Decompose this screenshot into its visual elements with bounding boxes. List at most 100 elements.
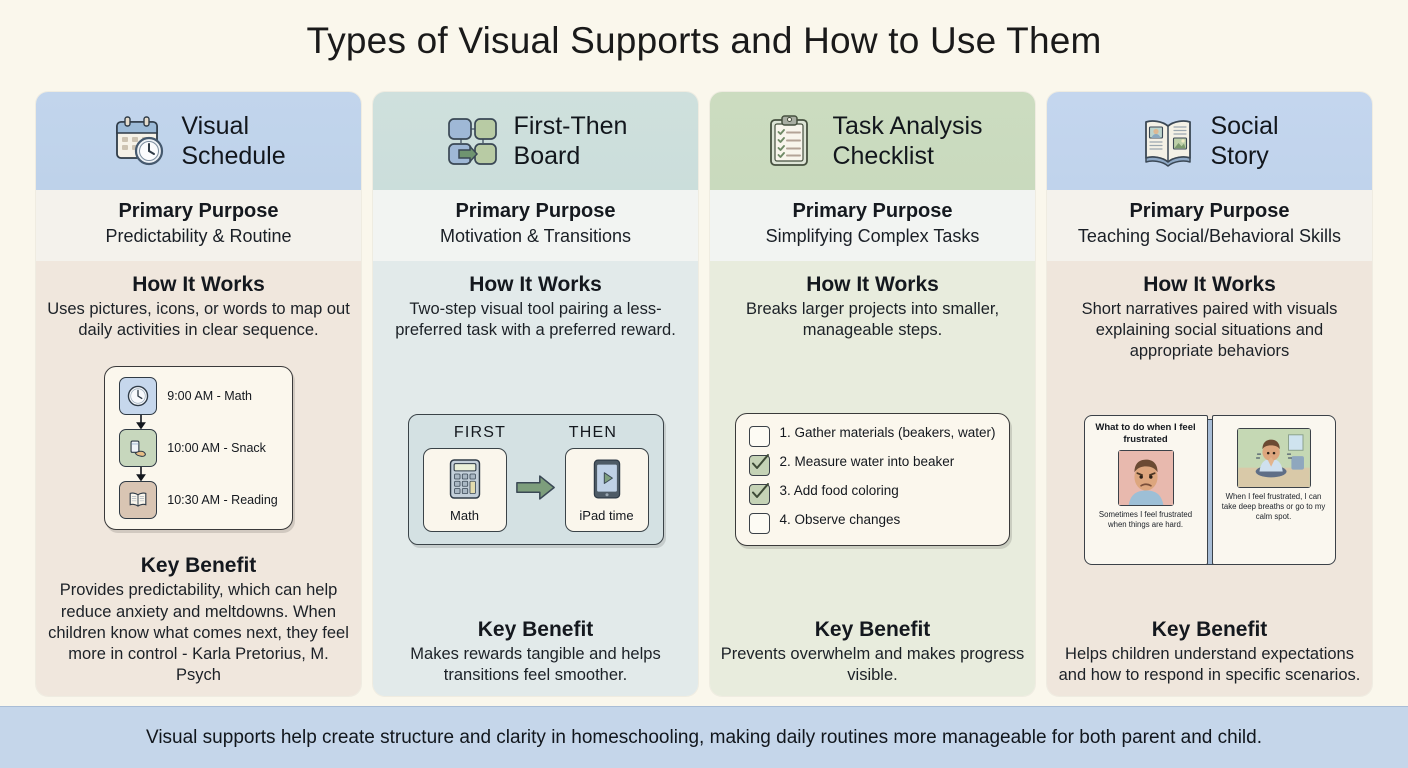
- checklist-item[interactable]: 4. Observe changes: [749, 512, 995, 534]
- checklist-card: 1. Gather materials (beakers, water) 2. …: [735, 413, 1010, 546]
- purpose-text: Simplifying Complex Tasks: [765, 226, 980, 246]
- column-header-first-then-board: First-Then Board: [373, 92, 698, 190]
- body-first-then-board: How It Works Two-step visual tool pairin…: [373, 261, 698, 696]
- benefit-block-task-analysis-checklist: Key Benefit Prevents overwhelm and makes…: [720, 618, 1025, 686]
- illustration-schedule-list: 9:00 AM - Math: [46, 341, 351, 554]
- flow-diagram-icon: [444, 113, 500, 169]
- column-title: First-Then Board: [513, 111, 628, 171]
- then-heading: THEN: [568, 424, 618, 441]
- checkbox-checked-icon[interactable]: [749, 454, 771, 476]
- supports-columns: Visual Schedule Primary Purpose Predicta…: [36, 92, 1372, 696]
- checklist-item-label: 1. Gather materials (beakers, water): [779, 425, 996, 440]
- then-reward-card[interactable]: iPad time: [564, 448, 649, 532]
- column-header-visual-schedule: Visual Schedule: [36, 92, 361, 190]
- column-visual-schedule[interactable]: Visual Schedule Primary Purpose Predicta…: [36, 92, 361, 696]
- calm-breathing-child-icon: [1236, 428, 1311, 489]
- checklist-item-label: 4. Observe changes: [779, 512, 901, 527]
- checkbox-unchecked-icon[interactable]: [749, 426, 771, 447]
- first-then-row: Math: [422, 448, 649, 532]
- clipboard-check-icon: [762, 113, 818, 169]
- arrow-down-icon: [119, 466, 278, 481]
- checklist-item-label: 3. Add food coloring: [779, 483, 899, 498]
- column-header-social-story: Social Story: [1047, 92, 1372, 190]
- illustration-first-then-board: FIRST THEN: [383, 341, 688, 618]
- how-it-works-text: Uses pictures, icons, or words to map ou…: [47, 300, 350, 340]
- how-it-works-text: Short narratives paired with visuals exp…: [1081, 300, 1338, 361]
- column-title: Task Analysis Checklist: [832, 111, 983, 171]
- schedule-row-label: 10:30 AM - Reading: [167, 492, 278, 507]
- tablet-play-icon: [589, 457, 625, 506]
- key-benefit-text: Makes rewards tangible and helps transit…: [410, 644, 661, 684]
- checklist-item[interactable]: 3. Add food coloring: [749, 483, 995, 505]
- first-task-label: Math: [450, 508, 479, 523]
- left-page-title: What to do when I feel frustrated: [1095, 422, 1196, 445]
- schedule-card: 9:00 AM - Math: [104, 365, 293, 530]
- purpose-heading: Primary Purpose: [1129, 200, 1290, 222]
- key-benefit-text: Provides predictability, which can help …: [48, 581, 349, 684]
- snack-icon: [119, 428, 158, 467]
- key-benefit-heading: Key Benefit: [1151, 617, 1268, 641]
- column-task-analysis-checklist[interactable]: Task Analysis Checklist Primary Purpose …: [710, 92, 1035, 696]
- how-it-works-text: Breaks larger projects into smaller, man…: [745, 300, 1000, 340]
- first-task-card[interactable]: Math: [422, 448, 507, 532]
- purpose-block-social-story: Primary Purpose Teaching Social/Behavior…: [1047, 190, 1372, 261]
- frustrated-child-icon: [1117, 449, 1174, 506]
- benefit-block-visual-schedule: Key Benefit Provides predictability, whi…: [46, 554, 351, 686]
- first-then-card: FIRST THEN: [407, 414, 664, 545]
- clock-icon: [119, 376, 158, 415]
- then-reward-label: iPad time: [579, 508, 634, 523]
- footer-banner: Visual supports help create structure an…: [0, 706, 1408, 768]
- calculator-icon: [446, 457, 484, 506]
- body-task-analysis-checklist: How It Works Breaks larger projects into…: [710, 261, 1035, 696]
- schedule-row-label: 9:00 AM - Math: [167, 388, 253, 403]
- checkbox-unchecked-icon[interactable]: [749, 513, 771, 534]
- checklist-item-label: 2. Measure water into beaker: [779, 454, 955, 469]
- illustration-open-book: What to do when I feel frustrated: [1057, 362, 1362, 617]
- purpose-block-task-analysis-checklist: Primary Purpose Simplifying Complex Task…: [710, 190, 1035, 261]
- purpose-heading: Primary Purpose: [455, 200, 616, 222]
- illustration-checklist: 1. Gather materials (beakers, water) 2. …: [720, 341, 1025, 618]
- purpose-block-first-then-board: Primary Purpose Motivation & Transitions: [373, 190, 698, 261]
- purpose-text: Motivation & Transitions: [439, 226, 632, 246]
- checklist-item[interactable]: 1. Gather materials (beakers, water): [749, 425, 996, 447]
- social-story-book: What to do when I feel frustrated: [1083, 415, 1336, 566]
- first-heading: FIRST: [453, 424, 507, 441]
- schedule-row[interactable]: 9:00 AM - Math: [119, 376, 278, 415]
- column-first-then-board[interactable]: First-Then Board Primary Purpose Motivat…: [373, 92, 698, 696]
- page-title: Types of Visual Supports and How to Use …: [306, 20, 1102, 61]
- how-it-works-heading: How It Works: [806, 273, 939, 296]
- column-title: Social Story: [1210, 111, 1279, 171]
- arrow-right-icon: [515, 473, 557, 507]
- schedule-row[interactable]: 10:30 AM - Reading: [119, 480, 278, 519]
- checklist-item[interactable]: 2. Measure water into beaker: [749, 454, 995, 476]
- purpose-text: Predictability & Routine: [105, 226, 292, 246]
- key-benefit-heading: Key Benefit: [140, 554, 257, 578]
- book-right-page[interactable]: When I feel frustrated, I can take deep …: [1211, 415, 1336, 566]
- key-benefit-heading: Key Benefit: [477, 617, 594, 641]
- purpose-heading: Primary Purpose: [118, 200, 279, 222]
- how-it-works-heading: How It Works: [132, 273, 265, 296]
- left-page-caption: Sometimes I feel frustrated when things …: [1098, 509, 1193, 529]
- schedule-row-label: 10:00 AM - Snack: [167, 440, 266, 455]
- benefit-block-social-story: Key Benefit Helps children understand ex…: [1057, 618, 1362, 686]
- body-visual-schedule: How It Works Uses pictures, icons, or wo…: [36, 261, 361, 696]
- calendar-clock-icon: [111, 113, 167, 169]
- purpose-block-visual-schedule: Primary Purpose Predictability & Routine: [36, 190, 361, 261]
- column-header-task-analysis-checklist: Task Analysis Checklist: [710, 92, 1035, 190]
- key-benefit-heading: Key Benefit: [814, 617, 931, 641]
- column-social-story[interactable]: Social Story Primary Purpose Teaching So…: [1047, 92, 1372, 696]
- arrow-down-icon: [119, 414, 278, 429]
- purpose-text: Teaching Social/Behavioral Skills: [1077, 226, 1342, 246]
- column-title: Visual Schedule: [181, 111, 286, 171]
- first-then-headings: FIRST THEN: [423, 424, 649, 442]
- benefit-block-first-then-board: Key Benefit Makes rewards tangible and h…: [383, 618, 688, 686]
- schedule-row[interactable]: 10:00 AM - Snack: [119, 428, 278, 467]
- book-left-page[interactable]: What to do when I feel frustrated: [1083, 415, 1208, 566]
- checkbox-checked-icon[interactable]: [749, 483, 771, 505]
- key-benefit-text: Prevents overwhelm and makes progress vi…: [720, 644, 1025, 684]
- right-page-caption: When I feel frustrated, I can take deep …: [1221, 492, 1326, 521]
- open-book-icon: [1140, 113, 1196, 169]
- how-it-works-text: Two-step visual tool pairing a less-pref…: [395, 300, 676, 340]
- book-icon: [119, 480, 158, 519]
